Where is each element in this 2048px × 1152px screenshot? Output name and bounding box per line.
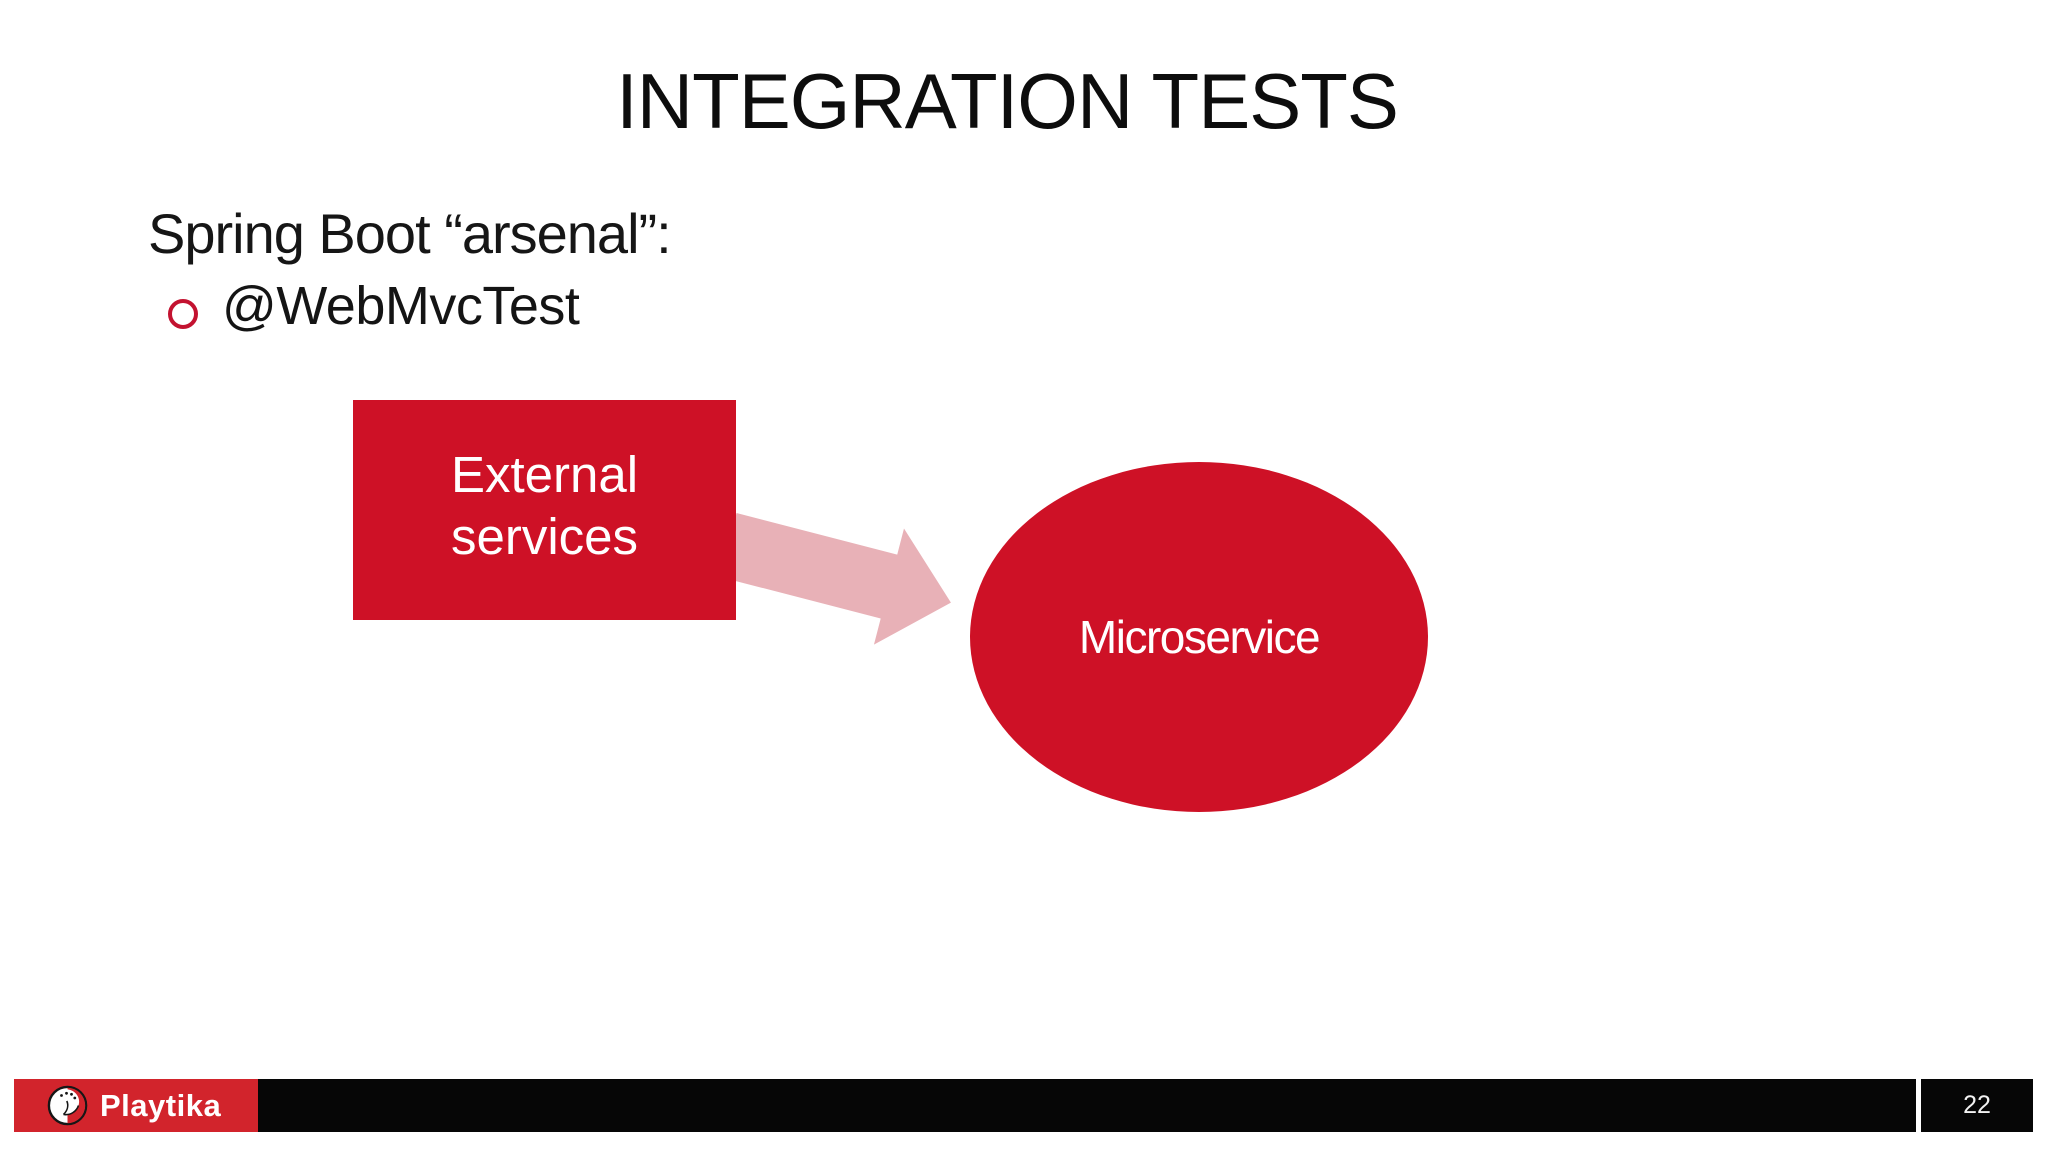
- page-number: 22: [1963, 1091, 1991, 1119]
- bullet-label: @WebMvcTest: [222, 276, 580, 336]
- block-arrow-right-icon: [719, 513, 951, 645]
- playtika-logo: Playtika: [14, 1079, 258, 1132]
- microservice-label: Microservice: [1078, 611, 1321, 663]
- slide-title: INTEGRATION TESTS: [616, 57, 1399, 145]
- external-services-box: External services: [353, 400, 736, 620]
- slide-subtitle: Spring Boot “arsenal”:: [148, 202, 672, 265]
- page-number-badge: 22: [1921, 1079, 2033, 1132]
- external-services-label: External services: [450, 446, 639, 565]
- playtika-leopard-icon: [47, 1085, 88, 1126]
- microservice-ellipse: Microservice: [970, 462, 1428, 812]
- footer-bar: [258, 1079, 1916, 1132]
- bullet-circle-icon: [168, 299, 198, 329]
- playtika-logo-text: Playtika: [100, 1087, 222, 1123]
